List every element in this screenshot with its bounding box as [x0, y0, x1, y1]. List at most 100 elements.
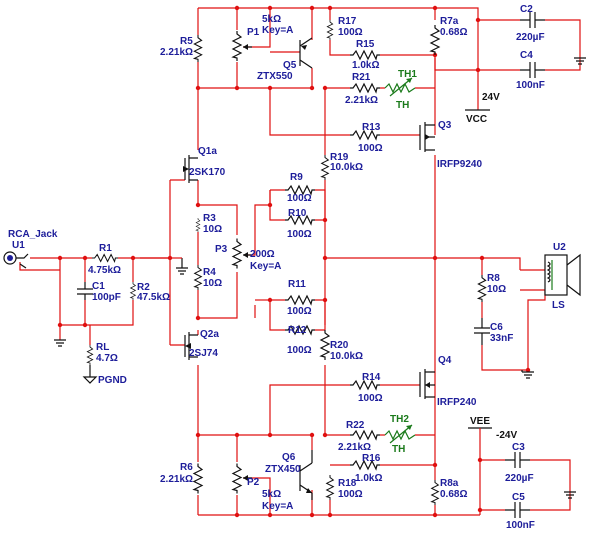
r13-val: 100Ω	[358, 143, 383, 154]
c3-val: 220µF	[505, 473, 534, 484]
p3-key: Key=A	[250, 261, 281, 272]
r8-ref: R8	[487, 273, 500, 284]
q5-ref: Q5	[283, 60, 297, 71]
rca-jack-name: RCA_Jack	[8, 229, 58, 240]
q1a-ref: Q1a	[198, 146, 217, 157]
transistor-q4	[419, 369, 435, 399]
vee-label: VEE	[470, 416, 490, 427]
capacitor-c5	[505, 502, 530, 518]
r9-ref: R9	[290, 172, 303, 183]
c6-ref: C6	[490, 322, 503, 333]
p1-ref: P1	[247, 27, 260, 38]
r19-val: 10.0kΩ	[330, 162, 363, 173]
c1-ref: C1	[92, 281, 105, 292]
resistor-r17	[326, 19, 334, 41]
transistor-q2a	[184, 332, 198, 360]
resistor-r3	[195, 217, 201, 233]
r2-val: 47.5kΩ	[137, 292, 170, 303]
rca-jack-ref: U1	[12, 240, 25, 251]
capacitor-c2	[520, 12, 545, 28]
resistor-r7a	[430, 24, 440, 56]
r10-val: 100Ω	[287, 229, 312, 240]
capacitor-c1	[77, 282, 93, 300]
th1-type: TH	[396, 100, 409, 111]
q5-part: ZTX550	[257, 71, 293, 82]
r12-val: 100Ω	[287, 345, 312, 356]
r8a-ref: R8a	[440, 478, 459, 489]
th2-ref: TH2	[390, 414, 409, 425]
r15-ref: R15	[356, 39, 375, 50]
q2a-part: 2SJ74	[189, 348, 218, 359]
potentiometer-p3	[232, 237, 252, 270]
c4-val: 100nF	[516, 80, 545, 91]
resistor-r8a	[431, 479, 439, 506]
r1-ref: R1	[99, 243, 112, 254]
vee-voltage: -24V	[496, 430, 517, 441]
r8a-val: 0.68Ω	[440, 489, 467, 500]
r20-ref: R20	[330, 340, 349, 351]
r2-ref: R2	[137, 282, 150, 293]
r17-val: 100Ω	[338, 27, 363, 38]
thermistor-th1	[384, 77, 416, 97]
r13-ref: R13	[362, 122, 381, 133]
capacitor-c3	[505, 452, 530, 468]
resistor-r2	[130, 281, 136, 301]
junctions	[57, 5, 531, 518]
r7a-ref: R7a	[440, 16, 459, 27]
speaker	[544, 253, 581, 297]
p3-val: 200Ω	[250, 249, 275, 260]
r5-val: 2.21kΩ	[160, 47, 193, 58]
q6-ref: Q6	[282, 452, 296, 463]
speaker-ref: U2	[553, 242, 566, 253]
transistor-q1a	[183, 155, 198, 183]
q1a-part: 2SK170	[189, 167, 226, 178]
p1-key: Key=A	[262, 25, 293, 36]
transistor-q5	[299, 37, 313, 69]
p1-val: 5kΩ	[262, 14, 281, 25]
pgnd-label: PGND	[98, 375, 127, 386]
transistor-q3	[419, 122, 435, 152]
rl-val: 4.7Ω	[96, 353, 118, 364]
resistor-r19	[321, 154, 329, 181]
r14-ref: R14	[362, 372, 381, 383]
r14-val: 100Ω	[358, 393, 383, 404]
r4-ref: R4	[203, 267, 216, 278]
r10-ref: R10	[288, 208, 307, 219]
r6-val: 2.21kΩ	[160, 474, 193, 485]
c1-val: 100pF	[92, 292, 121, 303]
resistor-r15	[349, 50, 381, 60]
r8-val: 10Ω	[487, 284, 506, 295]
r3-val: 10Ω	[203, 224, 222, 235]
resistor-r18	[326, 474, 334, 501]
resistor-r4	[194, 264, 202, 291]
c3-ref: C3	[512, 442, 525, 453]
r15-val: 1.0kΩ	[352, 60, 379, 71]
r16-val: 1.0kΩ	[355, 473, 382, 484]
capacitor-c6	[474, 318, 490, 345]
p2-ref: P2	[247, 477, 260, 488]
transistor-q6	[299, 450, 313, 500]
r9-val: 100Ω	[287, 193, 312, 204]
p3-ref: P3	[215, 244, 228, 255]
resistor-r8	[477, 274, 487, 303]
r22-val: 2.21kΩ	[338, 442, 371, 453]
r5-ref: R5	[180, 36, 193, 47]
q3-ref: Q3	[438, 120, 452, 131]
vcc-label: VCC	[466, 114, 487, 125]
p2-key: Key=A	[262, 501, 293, 512]
r16-ref: R16	[362, 453, 381, 464]
c2-ref: C2	[520, 4, 533, 15]
resistor-r11	[284, 295, 316, 305]
r18-val: 100Ω	[338, 489, 363, 500]
labels: RCA_Jack U1 R1 4.75kΩ R2 47.5kΩ C1 100pF…	[8, 4, 566, 531]
ground-symbols	[54, 57, 586, 499]
resistor-r21	[349, 83, 381, 93]
r6-ref: R6	[180, 462, 193, 473]
resistor-r20	[320, 329, 330, 361]
c5-val: 100nF	[506, 520, 535, 531]
r1-val: 4.75kΩ	[88, 265, 121, 276]
potentiometer-p1	[232, 30, 252, 62]
r17-ref: R17	[338, 16, 357, 27]
resistor-r22	[349, 430, 381, 440]
